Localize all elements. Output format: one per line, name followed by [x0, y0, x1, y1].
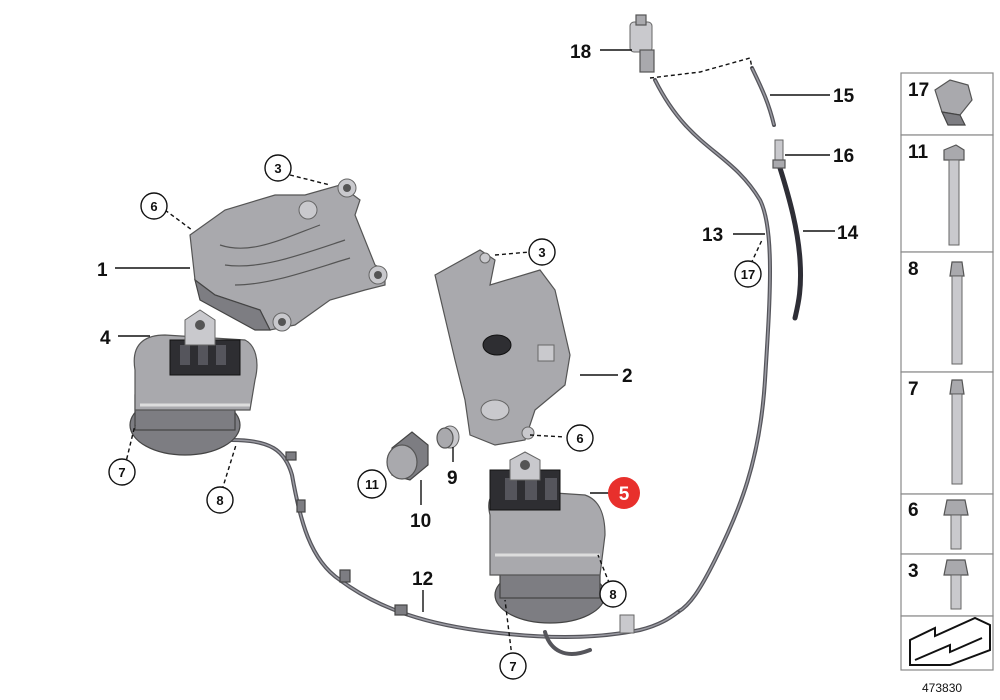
svg-text:8: 8 [908, 259, 919, 280]
bolt-icon [949, 261, 965, 365]
flange-bolt-icon [943, 559, 969, 610]
callout-11: 11 [357, 469, 387, 499]
callout-8-center: 8 [599, 580, 627, 608]
svg-text:17: 17 [741, 267, 755, 282]
bracket-1[interactable] [189, 178, 388, 332]
vacuum-line-14[interactable] [777, 165, 803, 321]
callout-5-highlight[interactable]: 5 [608, 477, 640, 509]
callout-6-upper: 6 [140, 192, 168, 220]
svg-text:11: 11 [365, 477, 379, 492]
svg-text:7: 7 [509, 659, 516, 674]
callout-4: 4 [100, 328, 111, 349]
hose-12[interactable] [230, 438, 680, 656]
callout-10: 10 [410, 511, 431, 532]
bushing-11[interactable] [386, 431, 429, 481]
svg-text:17: 17 [908, 80, 929, 101]
callout-6-center: 6 [566, 424, 594, 452]
sidebar-item-8[interactable]: 8 [908, 259, 965, 365]
vacuum-line-13[interactable] [653, 78, 772, 614]
svg-text:8: 8 [216, 493, 223, 508]
sidebar-item-3[interactable]: 3 [908, 559, 969, 610]
callout-7-left: 7 [108, 458, 136, 486]
svg-text:3: 3 [274, 161, 281, 176]
diagram-id: 473830 [922, 681, 962, 695]
svg-text:8: 8 [609, 587, 616, 602]
sidebar-item-17[interactable]: 17 [908, 79, 973, 126]
long-bolt-icon [943, 144, 965, 246]
callout-2: 2 [622, 366, 633, 387]
vacuum-line-15[interactable] [750, 66, 776, 127]
engine-mount-4[interactable] [129, 309, 258, 456]
sidebar-item-11[interactable]: 11 [908, 142, 965, 246]
connector-18[interactable] [629, 14, 655, 73]
callout-17: 17 [734, 260, 762, 288]
sidebar-item-7[interactable]: 7 [908, 379, 965, 485]
callout-7-center: 7 [499, 652, 527, 680]
bracket-2[interactable] [434, 249, 571, 446]
direction-arrow-icon [909, 616, 991, 666]
bushing-9[interactable] [436, 425, 460, 449]
bolt-icon [949, 379, 965, 485]
svg-text:6: 6 [908, 500, 919, 521]
svg-text:7: 7 [908, 379, 919, 400]
callout-14: 14 [837, 223, 859, 244]
connector-16[interactable] [772, 139, 786, 169]
callout-15: 15 [833, 86, 855, 107]
svg-text:6: 6 [150, 199, 157, 214]
sidebar-item-6[interactable]: 6 [908, 499, 969, 550]
flange-bolt-icon [943, 499, 969, 550]
svg-text:3: 3 [538, 245, 545, 260]
callout-8-left: 8 [206, 486, 234, 514]
engine-mount-5[interactable] [488, 451, 606, 624]
svg-text:6: 6 [576, 431, 583, 446]
clip-icon [934, 79, 973, 126]
svg-text:11: 11 [908, 142, 929, 163]
svg-text:7: 7 [118, 465, 125, 480]
callout-18: 18 [570, 42, 591, 63]
callout-3-upper: 3 [264, 154, 292, 182]
parts-sidebar: 17 11 8 7 [900, 72, 994, 671]
svg-text:3: 3 [908, 561, 919, 582]
callout-1: 1 [97, 260, 108, 281]
callout-9: 9 [447, 468, 458, 489]
callout-16: 16 [833, 146, 854, 167]
callout-3-center: 3 [528, 238, 556, 266]
callout-12: 12 [412, 569, 433, 590]
svg-text:5: 5 [619, 484, 630, 505]
callout-13: 13 [702, 225, 723, 246]
